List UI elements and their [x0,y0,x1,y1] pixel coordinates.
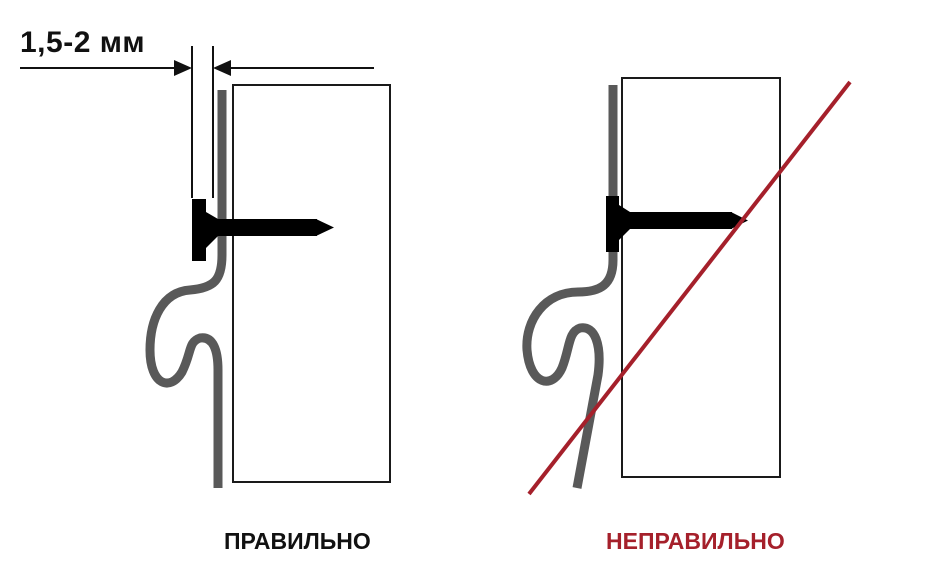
incorrect-installation-panel [522,77,852,496]
correct-caption: ПРАВИЛЬНО [224,528,371,554]
incorrect-board [621,77,781,478]
gap-dimension-label: 1,5-2 мм [20,26,146,59]
incorrect-screw [606,196,748,252]
incorrect-caption: НЕПРАВИЛЬНО [606,528,785,554]
cross-out-line [527,80,852,496]
correct-profile [145,90,227,488]
correct-installation-panel [20,46,391,488]
correct-screw [192,199,334,261]
gap-dimension [20,46,374,198]
incorrect-profile [522,85,618,489]
correct-board [232,84,391,483]
